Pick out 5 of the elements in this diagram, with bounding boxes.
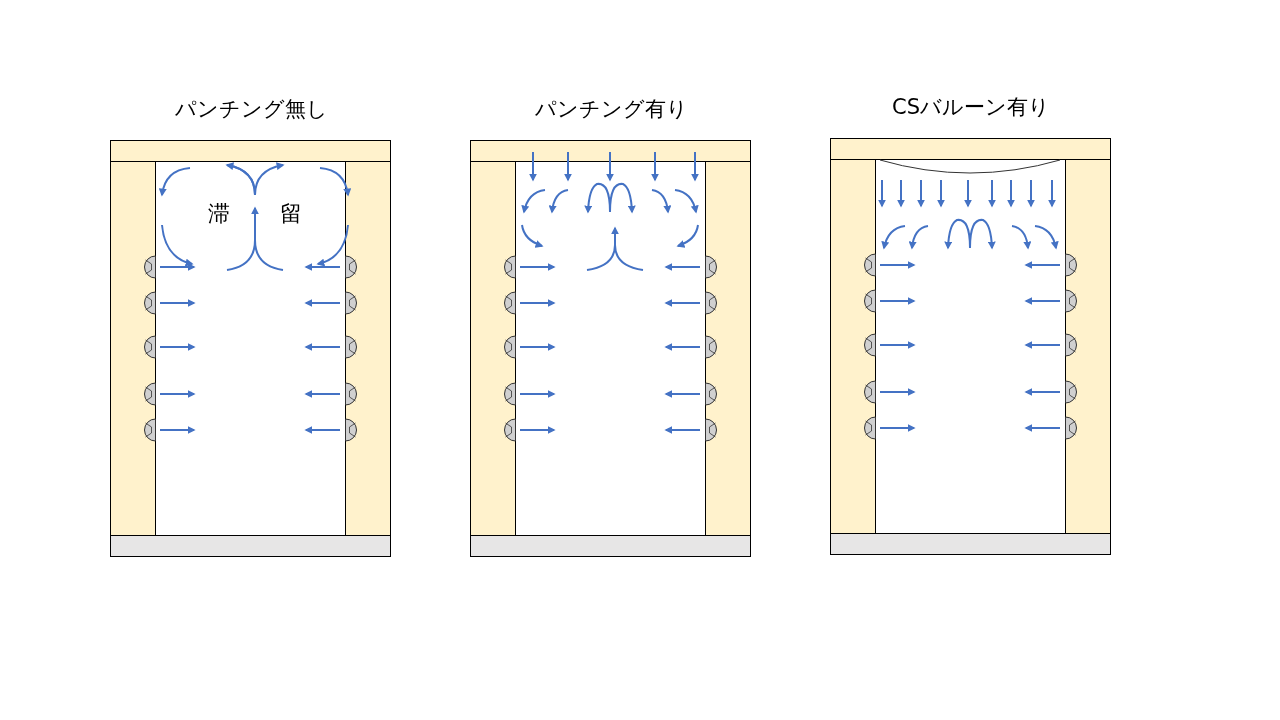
panel-heading: CSバルーン有り	[892, 94, 1050, 121]
panel-heading: パンチング無し	[174, 96, 328, 123]
panel-heading: パンチング有り	[534, 96, 688, 123]
area-label: 留	[280, 200, 302, 228]
area-label: 滞	[208, 200, 230, 228]
